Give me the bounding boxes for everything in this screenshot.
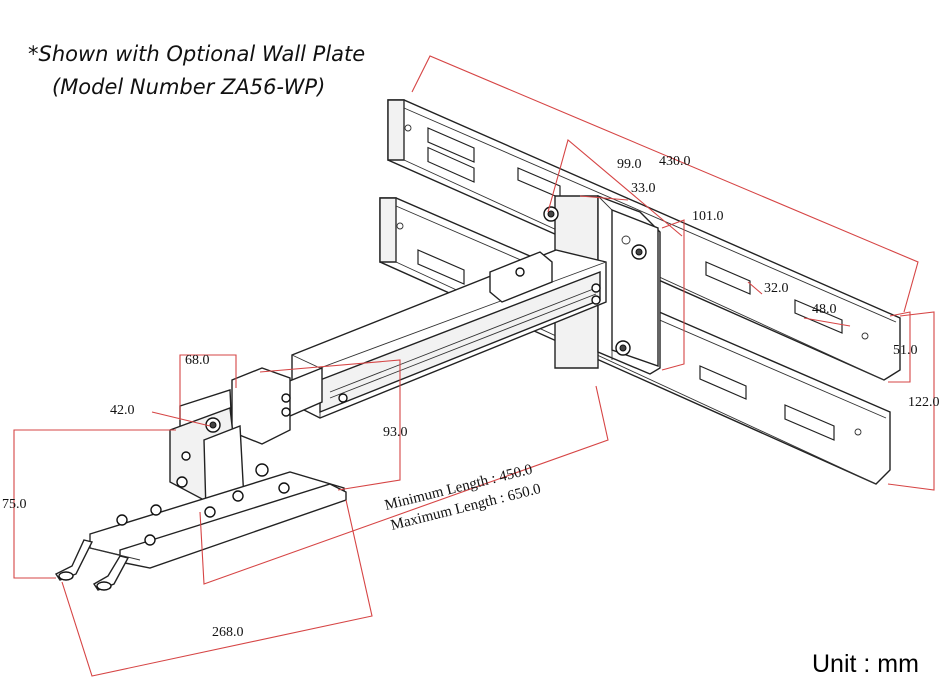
dim-122: 122.0	[908, 395, 940, 410]
dim-268: 268.0	[212, 625, 244, 640]
model-number-note: (Model Number ZA56-WP)	[52, 75, 326, 99]
dimension-lines	[13, 55, 935, 677]
dim-75: 75.0	[2, 497, 27, 512]
dim-93: 93.0	[383, 425, 408, 440]
dim-48: 48.0	[812, 302, 837, 317]
dim-42: 42.0	[110, 403, 135, 418]
dim-32: 32.0	[764, 281, 789, 296]
unit-label: Unit : mm	[812, 650, 919, 678]
mounting-feet	[54, 463, 347, 591]
dim-99: 99.0	[617, 157, 642, 172]
dim-33: 33.0	[631, 181, 656, 196]
wall-plate-note: *Shown with Optional Wall Plate	[28, 42, 366, 66]
dim-51: 51.0	[893, 343, 918, 358]
dim-68: 68.0	[185, 353, 210, 368]
dim-430: 430.0	[659, 154, 691, 169]
dim-101: 101.0	[692, 209, 724, 224]
